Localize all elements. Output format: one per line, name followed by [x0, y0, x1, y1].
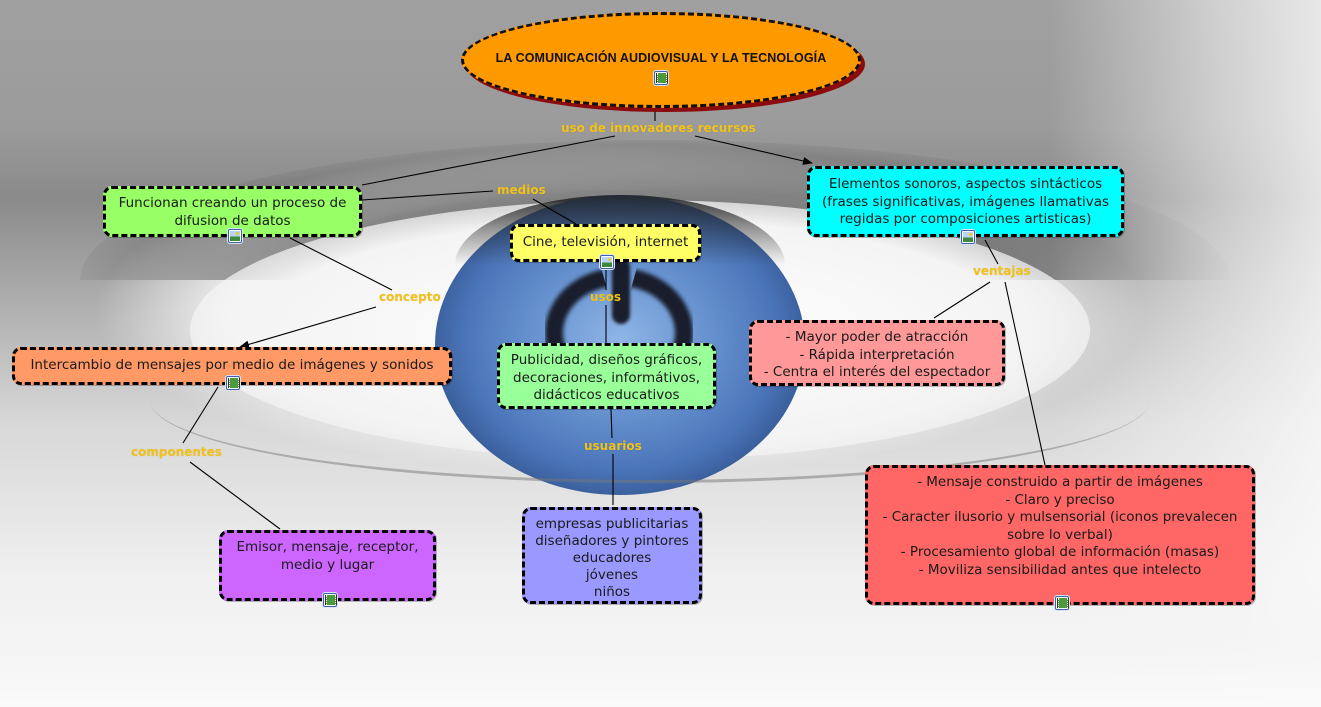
link-label-usos: usos [590, 290, 622, 304]
image-icon[interactable] [600, 255, 614, 269]
node-text: Emisor, mensaje, receptor, medio y lugar [236, 539, 419, 573]
root-title: LA COMUNICACIÓN AUDIOVISUAL Y LA TECNOLO… [495, 51, 827, 65]
film-icon[interactable] [226, 376, 240, 390]
film-icon[interactable] [1055, 596, 1069, 610]
node-text: Elementos sonoros, aspectos sintácticos … [821, 176, 1110, 227]
concept-node-cine[interactable]: Cine, televisión, internet [510, 224, 701, 269]
node-text: - Mensaje construido a partir de imágene… [882, 474, 1238, 578]
link-label-ventajas: ventajas [973, 264, 1031, 278]
concept-node-funcionan[interactable]: Funcionan creando un proceso de difusion… [103, 186, 362, 243]
lower-eyelid [150, 400, 1150, 483]
node-text: empresas publicitarias diseñadores y pin… [535, 516, 689, 600]
node-text: Publicidad, diseños gráficos, decoracion… [510, 352, 703, 403]
concept-node-empresas[interactable]: empresas publicitarias diseñadores y pin… [522, 507, 702, 604]
node-text: - Mayor poder de atracción - Rápida inte… [763, 329, 991, 380]
film-icon[interactable] [654, 71, 668, 85]
concept-node-emisor[interactable]: Emisor, mensaje, receptor, medio y lugar [219, 530, 436, 607]
link-label-medios: medios [497, 183, 546, 197]
node-text: Intercambio de mensajes por medio de imá… [30, 357, 434, 373]
film-icon[interactable] [323, 593, 337, 607]
link-label-componentes: componentes [131, 445, 222, 459]
concept-node-publicidad[interactable]: Publicidad, diseños gráficos, decoracion… [497, 343, 716, 409]
concept-node-mensaje[interactable]: - Mensaje construido a partir de imágene… [865, 465, 1255, 610]
link-label-uso-de-innovadores-recursos: uso de innovadores recursos [561, 121, 756, 135]
power-symbol-bar [612, 258, 630, 324]
image-icon[interactable] [961, 230, 975, 244]
image-icon[interactable] [228, 229, 242, 243]
node-text: Cine, televisión, internet [522, 234, 689, 250]
link-label-concepto: concepto [379, 290, 441, 304]
concept-node-intercambio[interactable]: Intercambio de mensajes por medio de imá… [12, 347, 452, 390]
concept-node-elementos[interactable]: Elementos sonoros, aspectos sintácticos … [807, 166, 1124, 244]
link-label-usuarios: usuarios [584, 439, 642, 453]
concept-node-ventajas-atraccion[interactable]: - Mayor poder de atracción - Rápida inte… [749, 320, 1005, 386]
root-concept-node[interactable]: LA COMUNICACIÓN AUDIOVISUAL Y LA TECNOLO… [461, 12, 861, 108]
node-text: Funcionan creando un proceso de difusion… [118, 195, 347, 229]
